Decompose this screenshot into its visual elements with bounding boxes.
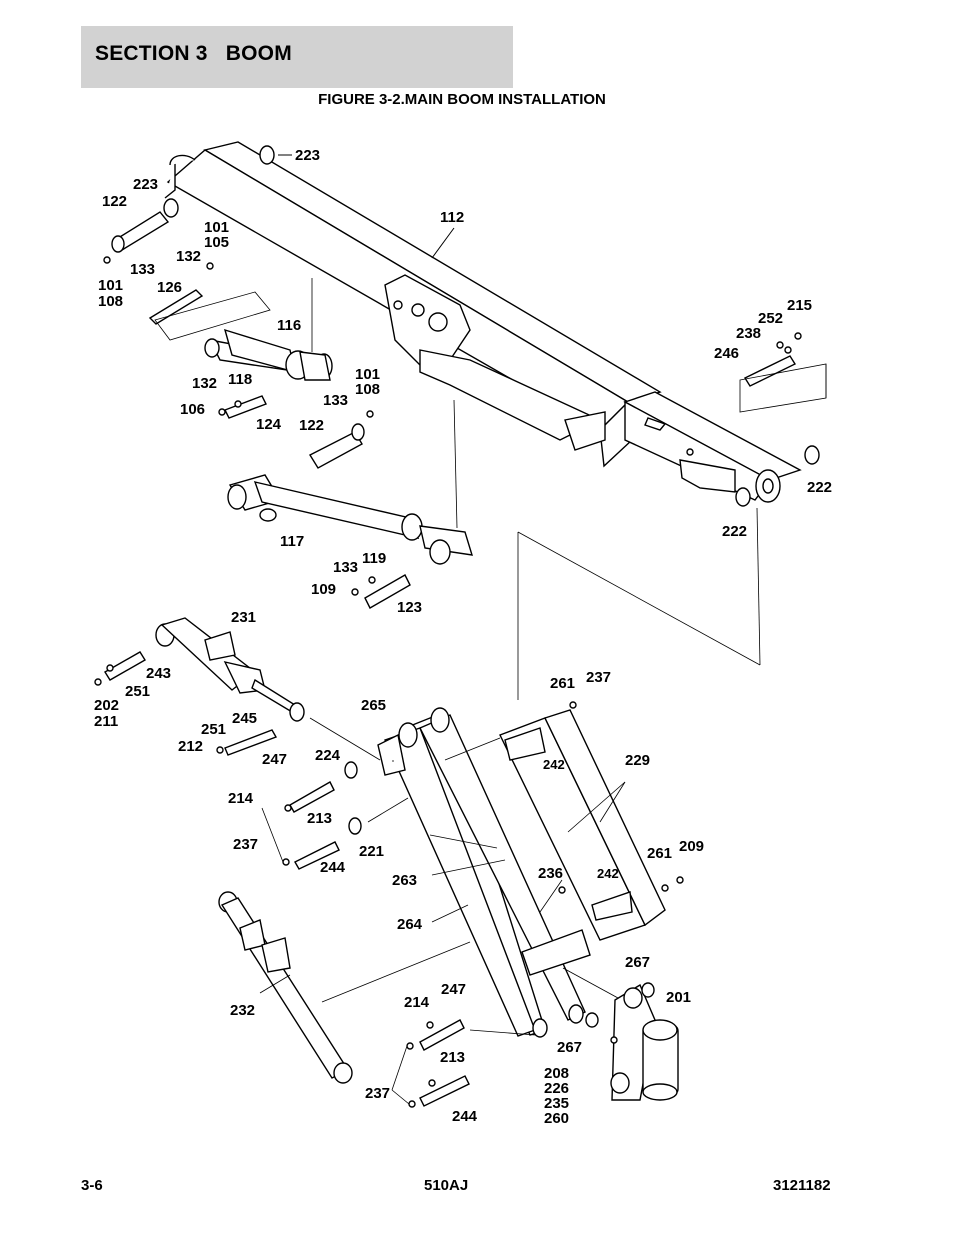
main-boom-assembly: [164, 141, 802, 503]
callout: 226: [544, 1080, 569, 1097]
callout: 126: [157, 279, 182, 296]
tower-boom: [444, 701, 684, 941]
callout: 222: [807, 479, 832, 496]
callout: 108: [355, 381, 380, 398]
footer-model: 510AJ: [424, 1177, 469, 1194]
callout: 122: [102, 193, 127, 210]
callout: 213: [440, 1049, 465, 1066]
callout: 212: [178, 738, 203, 755]
level-cylinder: [94, 617, 381, 761]
callout: 237: [586, 669, 611, 686]
pin-124: [218, 395, 374, 469]
callout: 264: [397, 916, 423, 933]
callout: 201: [666, 989, 691, 1006]
boom-pins-right: [735, 332, 827, 666]
callout: 211: [94, 713, 118, 730]
callout: 213: [307, 810, 332, 827]
callout: 133: [130, 261, 155, 278]
callout: 261: [550, 675, 575, 692]
callout: 215: [787, 297, 812, 314]
callout: 242: [543, 757, 565, 772]
callout: 202: [94, 697, 119, 714]
callout: 108: [98, 293, 123, 310]
callout: 132: [176, 248, 201, 265]
rotator: [562, 967, 679, 1101]
callout: 119: [362, 550, 386, 567]
section-title: SECTION 3 BOOM: [95, 42, 292, 65]
footer-page-number: 3-6: [81, 1177, 103, 1194]
callout: 246: [714, 345, 739, 362]
callout: 251: [125, 683, 150, 700]
section-header: SECTION 3 BOOM: [81, 26, 513, 88]
footer-document-number: 3121182: [773, 1177, 831, 1194]
callout: 235: [544, 1095, 569, 1112]
callout: 245: [232, 710, 257, 727]
callout: 117: [280, 533, 304, 550]
callout: 236: [538, 865, 563, 882]
callout: 105: [204, 234, 229, 251]
boom-pins-top-left: [103, 145, 292, 341]
callout: 223: [133, 176, 158, 193]
callout: 247: [262, 751, 287, 768]
callout: 116: [277, 317, 301, 334]
callout: 223: [295, 147, 320, 164]
master-cylinder: [204, 278, 333, 381]
callout: 237: [365, 1085, 390, 1102]
telescope-cylinder: [218, 891, 471, 1084]
callout: 123: [397, 599, 422, 616]
tower-boom-links: [377, 707, 591, 1038]
callout-labels: 223 223 122 101 105 112 132 133 101 108 …: [94, 147, 832, 1127]
callout: 221: [359, 843, 384, 860]
callout: 267: [625, 954, 650, 971]
callout: 132: [192, 375, 217, 392]
callout: 101: [98, 277, 123, 294]
callout: 261: [647, 845, 672, 862]
callout: 229: [625, 752, 650, 769]
callout: 244: [452, 1108, 478, 1125]
callout: 237: [233, 836, 258, 853]
figure-title: FIGURE 3-2.MAIN BOOM INSTALLATION: [0, 91, 954, 108]
callout: 133: [333, 559, 358, 576]
callout: 263: [392, 872, 417, 889]
slave-cylinder: [227, 399, 473, 609]
callout: 118: [228, 371, 252, 388]
callout: 101: [204, 219, 229, 236]
callout: 209: [679, 838, 704, 855]
lower-pins: [391, 1019, 536, 1108]
callout: 124: [256, 416, 282, 433]
callout: 109: [311, 581, 336, 598]
callout: 133: [323, 392, 348, 409]
callout: 260: [544, 1110, 569, 1127]
callout: 238: [736, 325, 761, 342]
callout: 224: [315, 747, 341, 764]
callout: 112: [440, 209, 464, 226]
figure-title-text: FIGURE 3-2.MAIN BOOM INSTALLATION: [318, 91, 606, 108]
callout: 101: [355, 366, 380, 383]
pins-224-221: [261, 761, 409, 870]
callout: 214: [228, 790, 254, 807]
callout: 222: [722, 523, 747, 540]
callout: 265: [361, 697, 386, 714]
callout: 122: [299, 417, 324, 434]
callout: 247: [441, 981, 466, 998]
callout: 106: [180, 401, 205, 418]
callout: 267: [557, 1039, 582, 1056]
callout: 243: [146, 665, 171, 682]
callout: 208: [544, 1065, 569, 1082]
callout: 244: [320, 859, 346, 876]
callout: 214: [404, 994, 430, 1011]
callout: 251: [201, 721, 226, 738]
callout: 231: [231, 609, 256, 626]
callout: 242: [597, 866, 619, 881]
callout: 252: [758, 310, 783, 327]
callout: 232: [230, 1002, 255, 1019]
